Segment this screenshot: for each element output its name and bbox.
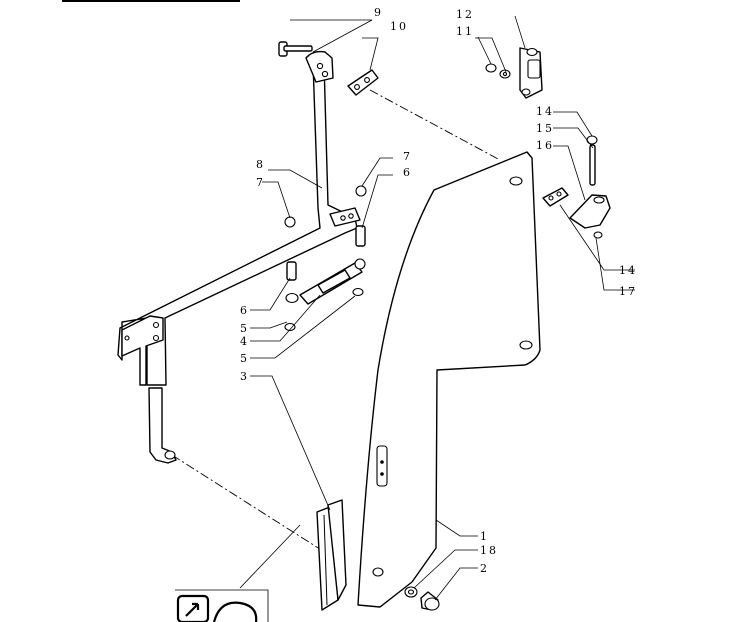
callout-6a: 6 <box>403 166 412 179</box>
callout-16: 16 <box>536 139 554 152</box>
callout-17: 17 <box>619 285 637 298</box>
callout-labels: 9 10 12 11 14 15 16 8 7 7 6 6 5 4 5 3 14… <box>240 6 637 575</box>
callout-7a: 7 <box>256 176 265 189</box>
knob-and-washer <box>404 586 440 611</box>
door-glass-panel <box>357 151 541 608</box>
callout-2: 2 <box>480 562 489 575</box>
glass-channel-seal <box>316 499 347 611</box>
callout-15: 15 <box>536 122 554 135</box>
callout-5a: 5 <box>240 322 249 335</box>
upper-hinge-assembly <box>485 47 543 99</box>
callout-3: 3 <box>240 370 249 383</box>
callout-6b: 6 <box>240 304 249 317</box>
callout-9: 9 <box>374 6 383 19</box>
bolt-and-plate <box>278 41 379 96</box>
assembly-centerlines <box>171 89 501 566</box>
callout-4: 4 <box>240 335 249 348</box>
gas-strut-assembly <box>284 185 367 332</box>
callout-7b: 7 <box>403 150 412 163</box>
callout-14a: 14 <box>536 105 554 118</box>
callout-8: 8 <box>256 158 265 171</box>
callout-12: 12 <box>456 8 474 21</box>
callout-5b: 5 <box>240 352 249 365</box>
callout-10: 10 <box>390 20 408 33</box>
callout-1: 1 <box>480 530 489 543</box>
callout-11: 11 <box>456 25 474 38</box>
stay-rod-bracket <box>117 50 361 464</box>
callout-14b: 14 <box>619 264 637 277</box>
callout-leaders <box>239 15 635 601</box>
latch-assembly <box>542 135 611 239</box>
next-page-icon[interactable] <box>175 589 269 622</box>
callout-18: 18 <box>480 544 498 557</box>
